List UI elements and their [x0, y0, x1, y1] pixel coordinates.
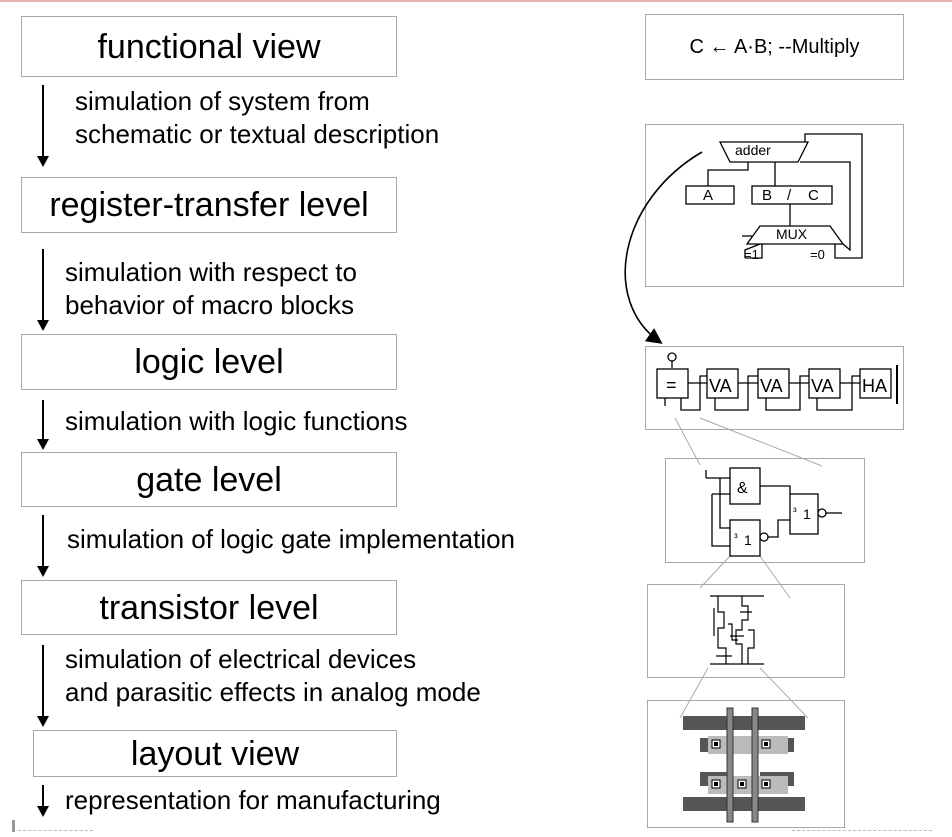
description-line: behavior of macro blocks: [65, 290, 355, 320]
va-label: VA: [811, 376, 834, 396]
nor-gate: [729, 519, 761, 557]
nor-label: 1: [744, 532, 752, 548]
level-gate: gate level: [21, 452, 397, 507]
description-line: and parasitic effects in analog mode: [65, 677, 481, 707]
adder-block: [718, 141, 810, 163]
level-layout-view: layout view: [33, 730, 397, 777]
reg-c-label: C: [808, 187, 819, 204]
level-label: transistor level: [99, 588, 319, 627]
level-label: gate level: [136, 460, 282, 499]
level-label: functional view: [97, 27, 321, 66]
or-gate: [789, 493, 819, 535]
bottom-marker: [12, 820, 15, 832]
va-label: VA: [760, 376, 783, 396]
level-label: layout view: [130, 734, 300, 773]
reg-a-label: A: [703, 187, 713, 204]
description-rtl: simulation with respect to behavior of m…: [65, 256, 357, 322]
description-gate: simulation of logic gate implementation: [67, 523, 515, 556]
formula-panel: C ← A·B; --Multiply: [645, 14, 904, 80]
cmp-label: =: [666, 375, 677, 395]
mux-label: MUX: [776, 226, 808, 242]
register-a: [685, 185, 735, 205]
bottom-dashed-rule: [792, 830, 932, 831]
rtl-schematic: [685, 133, 863, 259]
bottom-dashed-rule: [18, 830, 93, 831]
level-logic: logic level: [21, 334, 397, 390]
transistor-panel: [647, 584, 845, 678]
down-arrow: [37, 85, 49, 167]
down-arrow: [37, 645, 49, 727]
description-transistor: simulation of electrical devices and par…: [65, 643, 481, 709]
level-label: logic level: [134, 343, 284, 381]
zoom-guides: [674, 417, 823, 719]
layout-drawing: [683, 707, 805, 823]
ha-label: HA: [862, 376, 887, 396]
description-line: simulation of electrical devices: [65, 644, 417, 674]
mux-sel1-label: =1: [744, 247, 759, 262]
reg-slash-label: /: [787, 187, 792, 204]
gate-panel: [665, 458, 865, 563]
level-label: register-transfer level: [49, 186, 369, 224]
logic-schematic: [656, 352, 898, 411]
description-line: representation for manufacturing: [65, 785, 441, 815]
comparator-block: [656, 368, 689, 399]
level-register-transfer: register-transfer level: [21, 177, 397, 233]
refinement-arrow: [624, 151, 703, 344]
description-functional: simulation of system from schematic or t…: [75, 85, 439, 151]
ge-sym: ³: [793, 506, 797, 518]
description-logic: simulation with logic functions: [65, 405, 408, 438]
register-bc: [751, 185, 833, 205]
or-label: 1: [803, 506, 811, 522]
and-gate: [729, 467, 761, 505]
down-arrow: [37, 785, 49, 817]
and-label: &: [737, 480, 748, 497]
down-arrow: [37, 249, 49, 331]
transistor-schematic: [710, 595, 764, 665]
ge-sym: ³: [734, 532, 738, 544]
level-functional-view: functional view: [21, 16, 397, 77]
level-transistor: transistor level: [21, 580, 397, 635]
description-line: simulation with respect to: [65, 257, 357, 287]
description-line: simulation with logic functions: [65, 406, 408, 436]
va-label: VA: [709, 376, 732, 396]
formula-text: C ← A·B; --Multiply: [689, 35, 860, 58]
down-arrow: [37, 515, 49, 577]
description-line: schematic or textual description: [75, 119, 440, 149]
down-arrow: [37, 400, 49, 450]
description-layout: representation for manufacturing: [65, 784, 441, 817]
reg-b-label: B: [762, 187, 772, 204]
description-line: simulation of system from: [75, 86, 370, 116]
adder-label: adder: [735, 142, 771, 158]
gate-schematic: [705, 467, 842, 557]
description-line: simulation of logic gate implementation: [67, 524, 516, 554]
mux-sel0-label: =0: [810, 247, 825, 262]
top-rule: [0, 0, 952, 2]
